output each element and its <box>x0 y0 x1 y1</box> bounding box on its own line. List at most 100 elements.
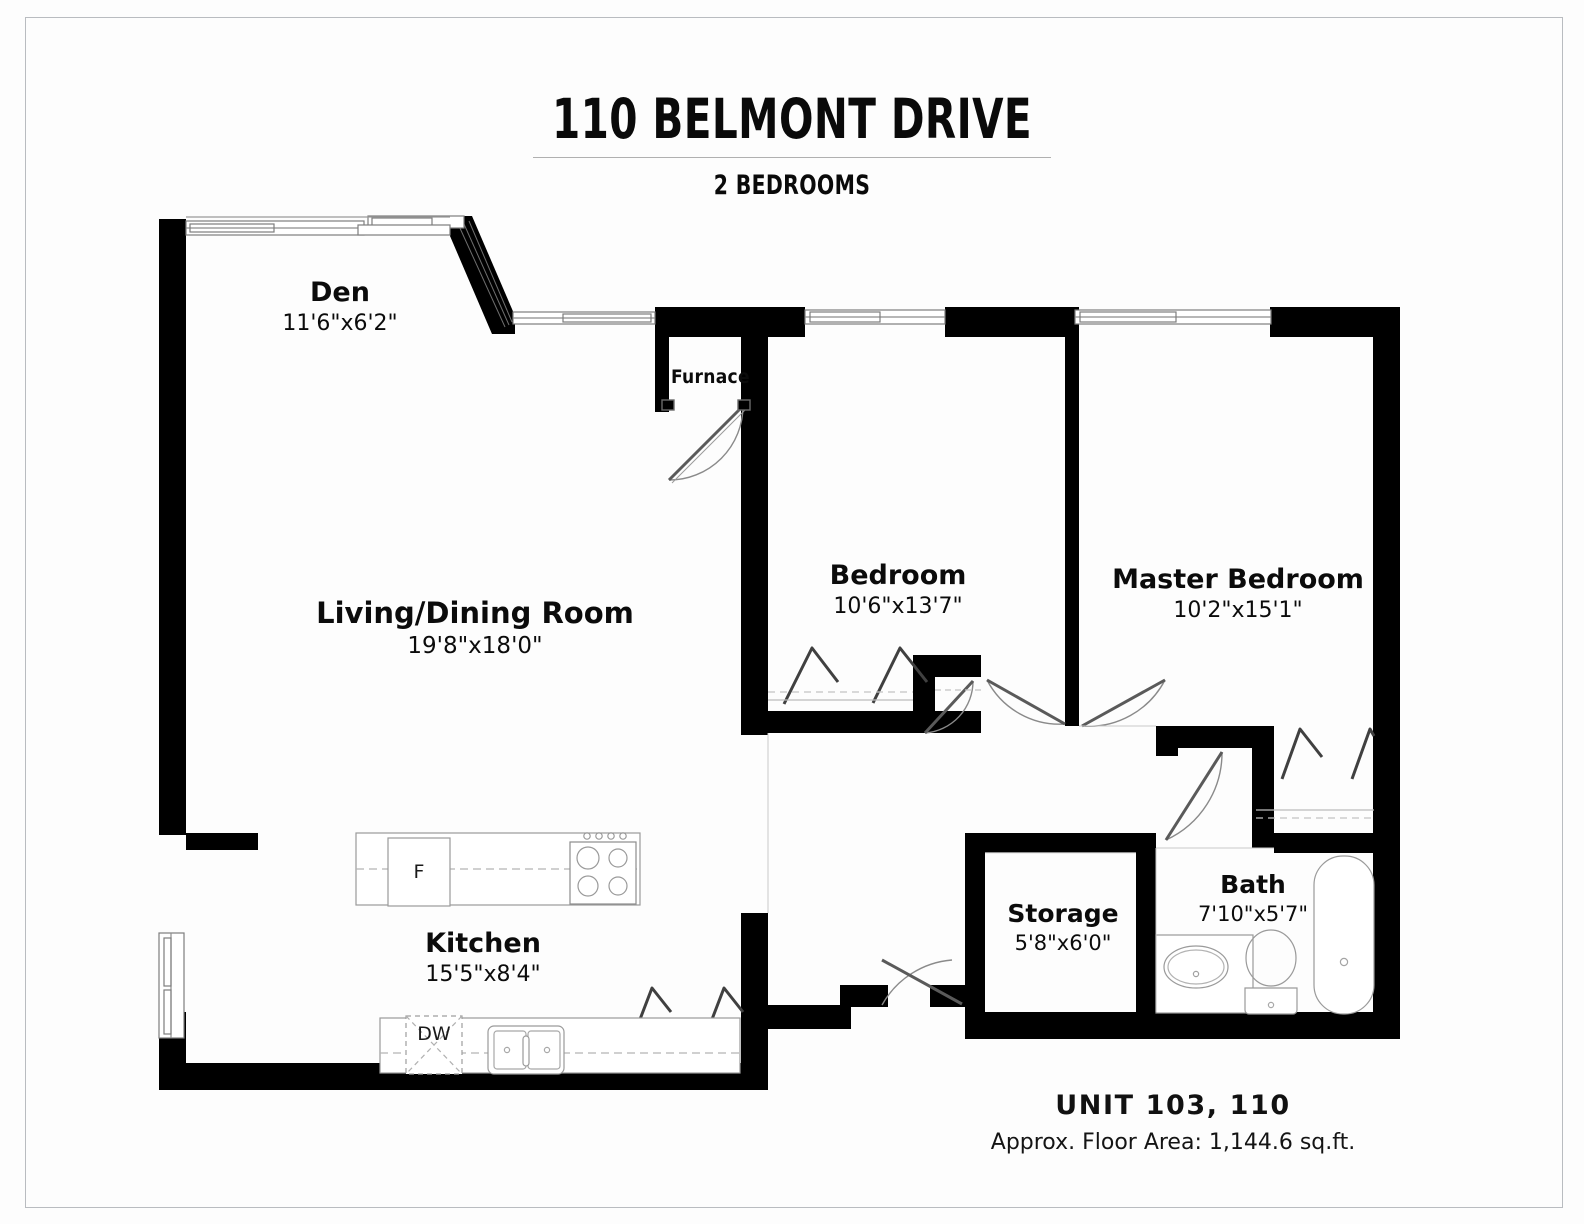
wall-diagonal-window-lines <box>458 220 513 328</box>
room-label-storage: Storage 5'8"x6'0" <box>1007 899 1118 955</box>
toilet-flush <box>1267 1001 1275 1009</box>
door-furnace-arc <box>668 405 744 481</box>
wall-storage-left <box>965 833 985 1018</box>
sink-drain-right <box>543 1046 551 1054</box>
bathtub-drain <box>1339 957 1349 967</box>
window-master-sash <box>1079 311 1177 323</box>
wall-exterior-right <box>1373 307 1400 1025</box>
wall-bedroom-bottom-right <box>935 711 981 733</box>
room-label-master-bedroom: Master Bedroom 10'2"x15'1" <box>1112 564 1364 623</box>
wall-storage-top <box>965 833 1143 853</box>
wall-master-jog <box>1156 726 1178 756</box>
door-entry-leaf <box>881 958 963 1006</box>
guide-line-group <box>767 725 1274 1012</box>
furnace-closet-label: Furnace <box>671 366 750 388</box>
refrigerator <box>387 837 451 907</box>
dishwasher-label: DW <box>417 1023 451 1045</box>
room-name-bath: Bath <box>1220 870 1286 899</box>
wall-partition-bedrooms <box>1065 307 1079 726</box>
door-entry-arc <box>881 959 953 1006</box>
page-title: 110 BELMONT DRIVE <box>551 87 1033 151</box>
wall-bath-top <box>1156 726 1274 748</box>
door-bedroom-arc <box>986 679 1066 725</box>
room-dimensions-kitchen: 15'5"x8'4" <box>425 962 541 987</box>
room-dimensions-bath: 7'10"x5'7" <box>1197 902 1309 926</box>
range-knob-3 <box>607 832 615 840</box>
door-group <box>661 399 1224 1006</box>
wall-kitchen-right-vertical <box>741 913 768 1090</box>
window-left-vertical-sash <box>163 937 172 987</box>
toilet-tank <box>1244 987 1298 1015</box>
vanity-counter <box>1155 934 1254 1014</box>
bifold-master-1 <box>1280 727 1324 780</box>
room-dimensions-living-dining: 19'8"x18'0" <box>407 633 543 659</box>
room-name-living-dining: Living/Dining Room <box>316 596 634 630</box>
wall-bedroom-closet-left-bottom <box>768 711 918 733</box>
door-master-leaf <box>1081 678 1166 728</box>
bifold-master-2 <box>1350 727 1376 780</box>
room-name-master-bedroom: Master Bedroom <box>1112 564 1364 595</box>
room-dimensions-bedroom: 10'6"x13'7" <box>833 594 963 619</box>
fixture-group <box>355 689 1375 1075</box>
window-group <box>158 215 1272 1039</box>
room-label-bath: Bath 7'10"x5'7" <box>1198 870 1308 926</box>
burner-1 <box>576 846 600 870</box>
wall-bath-right-vertical <box>1252 726 1274 848</box>
burner-2 <box>608 848 628 868</box>
door-bath-leaf <box>1164 751 1224 841</box>
wall-top-header-bedroom <box>945 307 1075 337</box>
room-label-kitchen: Kitchen 15'5"x8'4" <box>425 928 541 987</box>
bathtub <box>1313 855 1375 1015</box>
vanity-sink-basin <box>1163 945 1229 989</box>
unit-number: UNIT 103, 110 <box>1055 1090 1291 1121</box>
room-dimensions-storage: 5'8"x6'0" <box>1014 931 1112 955</box>
footer-block: UNIT 103, 110 Approx. Floor Area: 1,144.… <box>938 1090 1408 1155</box>
page-subtitle: 2 BEDROOMS <box>713 170 871 201</box>
wall-storage-right <box>1136 833 1156 1018</box>
room-name-kitchen: Kitchen <box>425 928 541 959</box>
wall-bath-storage-bottom <box>965 1012 1400 1039</box>
room-name-bedroom: Bedroom <box>829 560 967 591</box>
wall-diagonal-den <box>450 216 515 334</box>
wall-stub-left-kitchen-top <box>186 833 258 850</box>
wall-exterior-left-upper <box>159 219 186 835</box>
refrigerator-label: F <box>413 861 425 883</box>
burner-4 <box>608 876 628 896</box>
range-knob-2 <box>595 832 603 840</box>
wall-bedroom-closet-top <box>913 655 981 677</box>
wall-hall-bottom-left <box>768 1005 851 1029</box>
door-bath-arc <box>1165 751 1223 841</box>
wall-top-left-corner <box>159 219 186 237</box>
burner-3 <box>577 875 599 897</box>
door-furnace-leaf <box>667 404 745 482</box>
room-label-den: Den 11'6"x6'2" <box>282 277 397 336</box>
window-den-left-sash <box>189 223 275 233</box>
door-bedroom-leaf <box>986 678 1066 726</box>
sink-faucet <box>522 1035 530 1067</box>
wall-living-right <box>741 733 768 735</box>
room-name-den: Den <box>310 277 370 308</box>
range-knob-1 <box>583 832 591 840</box>
wall-bath-header-right <box>1274 833 1374 853</box>
window-den-slide-panel <box>357 224 451 236</box>
room-label-living-dining: Living/Dining Room 19'8"x18'0" <box>316 596 634 659</box>
room-dimensions-master-bedroom: 10'2"x15'1" <box>1173 598 1303 623</box>
room-label-bedroom: Bedroom 10'6"x13'7" <box>830 560 967 619</box>
room-name-storage: Storage <box>1007 899 1119 928</box>
window-bedroom-sash <box>809 311 881 323</box>
wall-furnace-left <box>655 337 669 412</box>
floor-area: Approx. Floor Area: 1,144.6 sq.ft. <box>990 1130 1356 1155</box>
bifold-bedroom-2 <box>871 646 929 704</box>
vanity-sink-basin-inner <box>1167 949 1225 985</box>
wall-top-header-center <box>655 307 805 337</box>
window-left-vertical-sash2 <box>163 989 172 1035</box>
window-header-band-sash <box>562 313 652 323</box>
vanity-drain <box>1192 970 1200 978</box>
title-divider <box>533 157 1051 158</box>
wall-furnace-right <box>741 337 768 527</box>
sink-drain-left <box>503 1046 511 1054</box>
title-block: 110 BELMONT DRIVE 2 BEDROOMS <box>0 92 1584 201</box>
range-knob-4 <box>619 832 627 840</box>
